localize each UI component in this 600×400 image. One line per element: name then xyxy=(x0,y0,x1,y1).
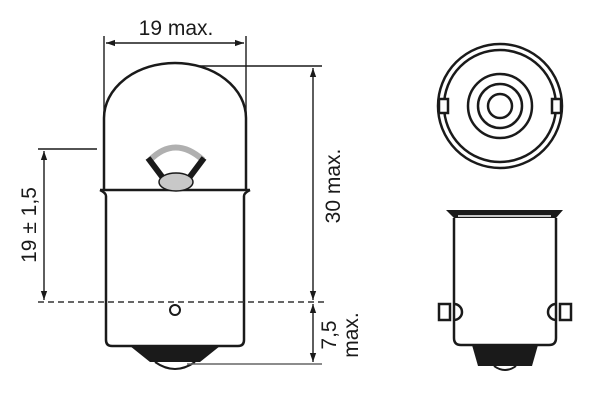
base-contact xyxy=(130,346,220,362)
metal-base xyxy=(104,196,246,348)
dimension-base-tip xyxy=(187,304,322,365)
bayonet-pin xyxy=(169,304,181,316)
base-tip-label: 7,5 xyxy=(318,320,341,349)
glass-envelope xyxy=(102,61,248,190)
bayonet-pin-right xyxy=(550,97,563,115)
light-center-label: 19 ± 1,5 xyxy=(18,187,41,263)
dimension-width xyxy=(103,36,247,118)
filament xyxy=(145,144,207,192)
bayonet-pin-left xyxy=(437,97,450,115)
width-label: 19 max. xyxy=(139,17,214,40)
dimension-light-center xyxy=(38,148,97,300)
side-view xyxy=(99,61,251,370)
dimension-length xyxy=(200,65,322,300)
base-tip-suffix: max. xyxy=(340,312,363,358)
top-view xyxy=(436,42,564,170)
length-label: 30 max. xyxy=(322,149,345,224)
filament-bead xyxy=(158,172,194,192)
base-side-view xyxy=(437,210,573,371)
